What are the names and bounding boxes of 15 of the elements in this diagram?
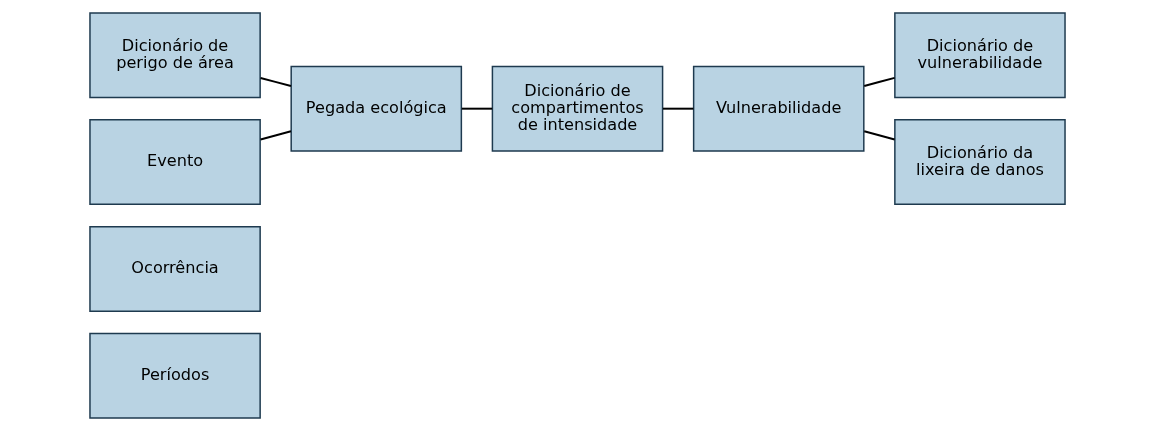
connector <box>259 130 292 141</box>
node-box: Vulnerabilidade <box>692 65 865 152</box>
node-box: Ocorrência <box>89 225 261 312</box>
node-box: Pegada ecológica <box>290 65 463 152</box>
connector <box>460 107 494 110</box>
node-box: Dicionário de vulnerabilidade <box>894 12 1066 99</box>
node-box: Dicionário da lixeira de danos <box>894 119 1066 206</box>
connector <box>863 130 896 141</box>
connector <box>259 76 292 88</box>
node-box: Períodos <box>89 332 261 419</box>
connector <box>662 107 695 110</box>
node-box: Evento <box>89 119 261 206</box>
node-box: Dicionário de compartimentos de intensidade <box>491 65 664 152</box>
node-box: Dicionário de perigo de área <box>89 12 261 99</box>
connector <box>863 76 896 87</box>
